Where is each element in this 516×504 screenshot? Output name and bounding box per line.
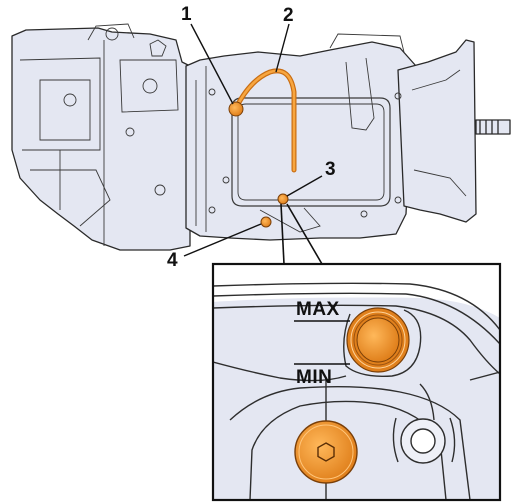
inset-drain-plug xyxy=(294,420,358,484)
oil-level-plug xyxy=(277,193,289,205)
min-label: MIN xyxy=(296,367,333,388)
callout-3-label: 3 xyxy=(325,159,336,180)
callout-4-label: 4 xyxy=(167,250,178,271)
callout-2-label: 2 xyxy=(283,5,294,26)
filler-plug xyxy=(228,101,244,117)
callout-1-label: 1 xyxy=(181,4,192,25)
drain-plug xyxy=(260,216,272,228)
inset-border xyxy=(211,262,502,502)
max-label: MAX xyxy=(296,299,340,320)
zoom-lines xyxy=(280,203,323,265)
inset-view xyxy=(211,262,502,502)
callout-leaders xyxy=(183,23,323,257)
inset-level-plug xyxy=(346,307,410,373)
transmission-housing xyxy=(11,27,511,251)
housing-details xyxy=(19,23,467,246)
